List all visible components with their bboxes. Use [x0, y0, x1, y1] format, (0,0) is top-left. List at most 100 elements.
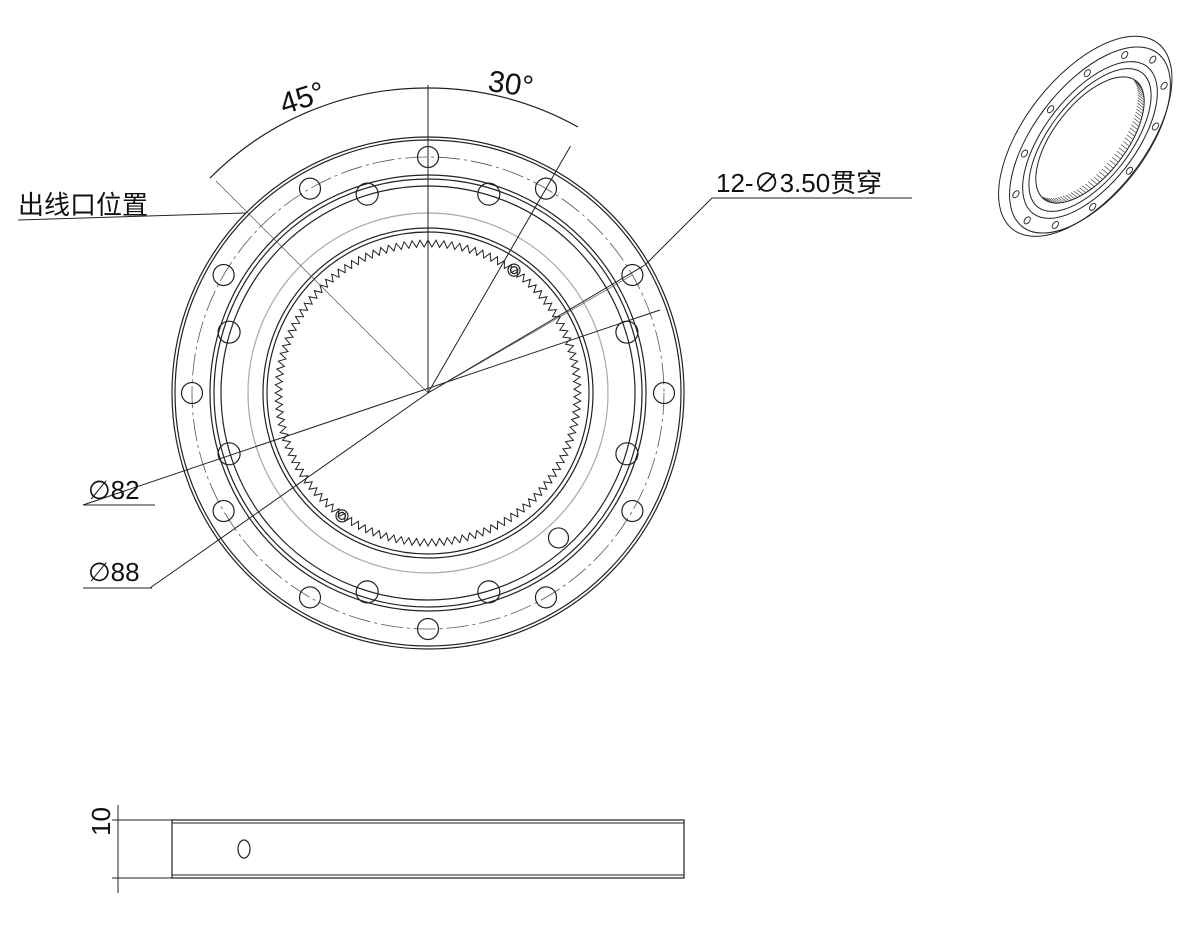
bolt-hole	[621, 499, 644, 523]
relief-slot	[615, 320, 639, 344]
iso-ring	[998, 35, 1173, 237]
iso-gear-tooth	[1076, 189, 1084, 195]
iso-gear-tooth	[1137, 100, 1145, 106]
bolt-circle	[191, 156, 665, 630]
iso-gear-tooth	[1136, 85, 1143, 91]
iso-gear-tooth	[1116, 150, 1124, 157]
relief-slot	[355, 182, 379, 206]
iso-ring	[1022, 61, 1158, 219]
iso-gear-tooth	[1040, 195, 1048, 202]
hole-leader-diag	[644, 197, 713, 266]
iso-gear-tooth	[1134, 81, 1142, 88]
iso-gear-tooth	[1068, 193, 1075, 199]
iso-bolt-hole	[1083, 69, 1091, 78]
iso-gear-tooth	[1093, 176, 1101, 183]
holes-label: 12-∅3.50贯穿	[716, 168, 883, 198]
iso-gear-tooth	[1137, 94, 1145, 101]
diameter-88-label: ∅88	[88, 557, 140, 587]
angle-30-line	[427, 145, 571, 394]
side-view-body	[171, 819, 685, 879]
thickness-label: 10	[86, 807, 116, 836]
iso-gear-tooth	[1079, 187, 1086, 193]
angle-30-arc	[427, 87, 579, 128]
iso-gear-tooth	[1098, 171, 1106, 177]
iso-gear-tooth	[1122, 140, 1130, 147]
iso-gear-tooth	[1090, 179, 1098, 185]
iso-gear-tooth	[1118, 147, 1126, 153]
iso-bolt-hole	[1125, 166, 1134, 175]
iso-bolt-hole	[1149, 55, 1157, 64]
iso-gear-tooth	[1052, 197, 1060, 204]
iso-gear-tooth	[1101, 168, 1109, 175]
iso-bolt-hole	[1151, 122, 1160, 131]
iso-bolt-hole	[1023, 216, 1031, 225]
pin-hole	[507, 263, 521, 277]
iso-gear-tooth	[1128, 131, 1135, 137]
iso-gear-tooth	[1132, 78, 1140, 84]
relief-slot	[615, 442, 639, 466]
bolt-hole	[212, 263, 235, 287]
iso-gear-tooth	[1096, 174, 1103, 180]
bolt-hole	[212, 499, 235, 523]
iso-gear-tooth	[1060, 196, 1067, 202]
bolt-hole	[621, 263, 644, 287]
iso-gear-tooth	[1062, 195, 1070, 202]
iso-gear-tooth	[1135, 83, 1143, 89]
angle-30-label: 30°	[485, 65, 536, 105]
iso-gear-tooth	[1109, 160, 1117, 166]
iso-gear-tooth	[1133, 79, 1141, 86]
outlet-leader	[17, 212, 246, 221]
angle-45-line	[215, 180, 429, 394]
iso-gear-tooth	[1087, 181, 1095, 187]
dia-88-line	[149, 392, 429, 589]
iso-gear-tooth	[1104, 165, 1111, 172]
bolt-hole	[416, 617, 440, 641]
iso-bolt-hole	[1046, 105, 1055, 114]
iso-bolt-hole	[1051, 221, 1059, 229]
relief-slot	[477, 182, 501, 206]
outlet-notch	[547, 527, 570, 549]
hole-leader	[427, 264, 646, 394]
iso-gear-tooth	[1050, 197, 1058, 204]
iso-bolt-hole	[1160, 81, 1168, 90]
iso-gear-tooth	[1126, 134, 1134, 140]
bolt-hole	[534, 177, 558, 200]
iso-gear-tooth	[1082, 185, 1089, 192]
iso-ring	[1028, 68, 1152, 212]
iso-gear-tooth	[1114, 153, 1121, 160]
iso-gear-tooth	[1124, 137, 1132, 144]
iso-gear-tooth	[1084, 183, 1092, 189]
relief-slot	[355, 580, 379, 604]
iso-gear-tooth	[1136, 108, 1143, 115]
iso-bolt-hole	[1012, 190, 1020, 199]
iso-bolt-hole	[1121, 51, 1129, 59]
isometric-view	[998, 35, 1173, 237]
side-view-hole	[237, 839, 251, 859]
outlet-position-label: 出线口位置	[18, 190, 149, 220]
iso-gear-tooth	[1137, 97, 1145, 103]
bolt-hole	[298, 586, 322, 609]
iso-gear-tooth	[1065, 194, 1073, 201]
relief-slot	[477, 580, 501, 604]
iso-gear-tooth	[1135, 111, 1143, 118]
iso-gear-tooth	[1055, 197, 1062, 203]
iso-ring	[1009, 46, 1171, 234]
bolt-hole	[298, 177, 322, 200]
iso-gear-tooth	[1042, 196, 1050, 203]
iso-gear-tooth	[1120, 144, 1128, 150]
iso-gear-tooth	[1044, 197, 1051, 203]
bolt-hole	[652, 381, 676, 405]
iso-gear-tooth	[1106, 163, 1114, 169]
iso-ring	[1035, 76, 1145, 204]
iso-gear-tooth	[1133, 118, 1141, 124]
iso-gear-tooth	[1073, 190, 1081, 197]
iso-gear-tooth	[1136, 105, 1144, 112]
bolt-hole	[180, 381, 204, 405]
iso-gear-tooth	[1132, 121, 1140, 127]
iso-gear-tooth	[1131, 124, 1138, 130]
iso-gear-tooth	[1136, 87, 1144, 94]
pin-hole	[335, 509, 349, 523]
iso-gear-tooth	[1057, 197, 1065, 203]
relief-slot	[217, 442, 241, 466]
